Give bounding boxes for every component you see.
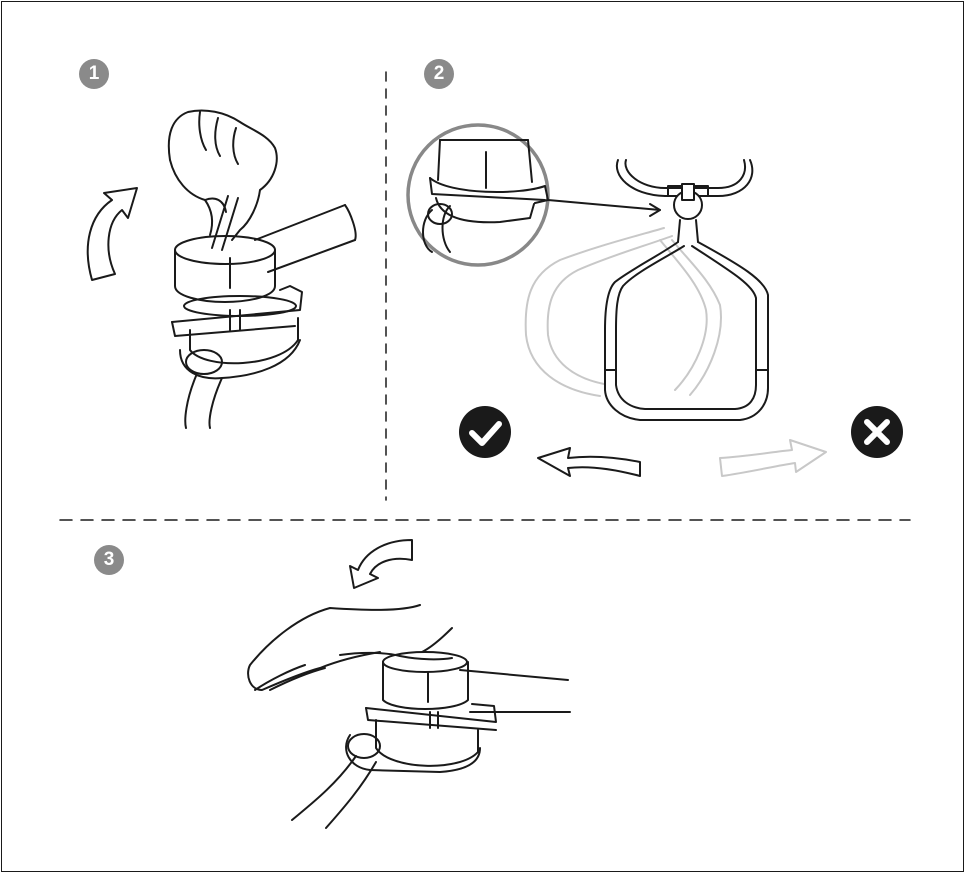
step-3-illustration [248, 540, 570, 828]
detail-magnifier [408, 125, 548, 265]
rotate-up-arrow-icon [88, 188, 137, 280]
step-1-illustration [88, 110, 356, 428]
correct-direction-arrow-icon [538, 448, 640, 476]
x-circle-icon [851, 406, 903, 458]
hand-outline [169, 110, 277, 240]
rotate-down-arrow-icon [350, 540, 412, 588]
check-circle-icon [459, 406, 511, 458]
flat-hand-outline [248, 605, 420, 690]
incorrect-direction-arrow-icon [720, 440, 826, 476]
detail-pointer-arrow [548, 200, 660, 210]
